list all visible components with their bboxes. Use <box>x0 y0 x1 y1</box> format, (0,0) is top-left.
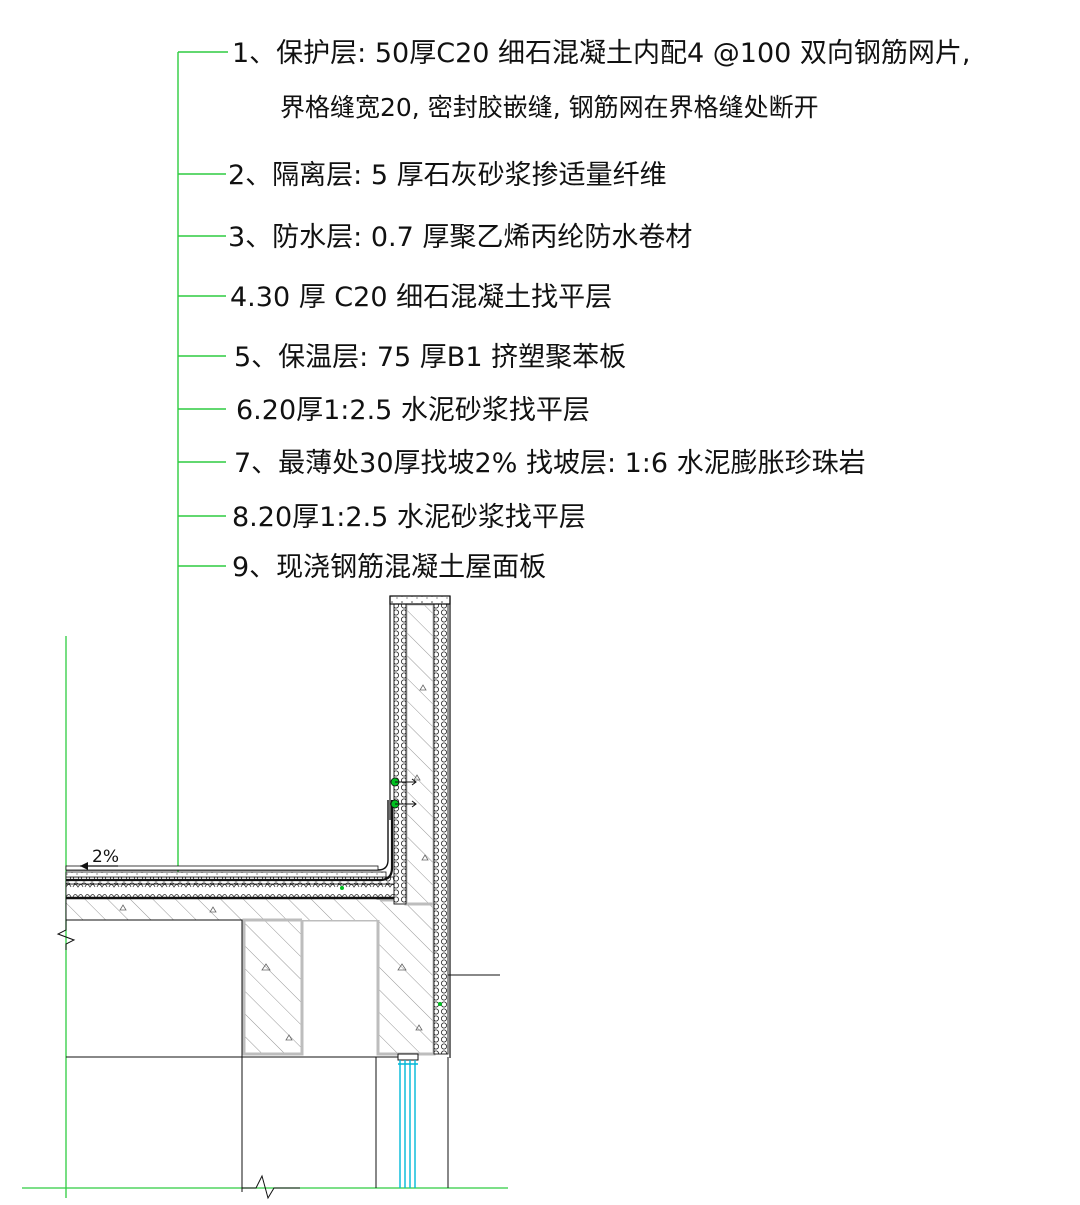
layer-note-8: 8.20厚1:2.5 水泥砂浆找平层 <box>232 502 586 533</box>
layer-note-1-continuation: 界格缝宽20, 密封胶嵌缝, 钢筋网在界格缝处断开 <box>280 93 819 122</box>
layer-note-9: 9、现浇钢筋混凝土屋面板 <box>232 552 546 583</box>
layer-note-4: 4.30 厚 C20 细石混凝土找平层 <box>230 282 612 313</box>
slope-indicator: 2% <box>80 847 119 870</box>
layer-note-1: 1、保护层: 50厚C20 细石混凝土内配4 @100 双向钢筋网片, <box>232 38 970 69</box>
roof-layers <box>65 595 451 1061</box>
layer-note-5: 5、保温层: 75 厚B1 挤塑聚苯板 <box>234 342 626 373</box>
seal-fasteners <box>340 777 442 1006</box>
leader-line <box>177 51 228 918</box>
concrete-structure <box>65 602 441 1056</box>
layer-note-7: 7、最薄处30厚找坡2% 找坡层: 1:6 水泥膨胀珍珠岩 <box>234 448 866 479</box>
window-glazing <box>398 1060 418 1188</box>
layer-notes: 1、保护层: 50厚C20 细石混凝土内配4 @100 双向钢筋网片, 界格缝宽… <box>228 38 970 583</box>
layer-note-6: 6.20厚1:2.5 水泥砂浆找平层 <box>236 395 590 426</box>
slope-label: 2% <box>92 847 119 867</box>
layer-note-2: 2、隔离层: 5 厚石灰砂浆掺适量纤维 <box>228 160 667 191</box>
layer-note-3: 3、防水层: 0.7 厚聚乙烯丙纶防水卷材 <box>228 222 692 253</box>
